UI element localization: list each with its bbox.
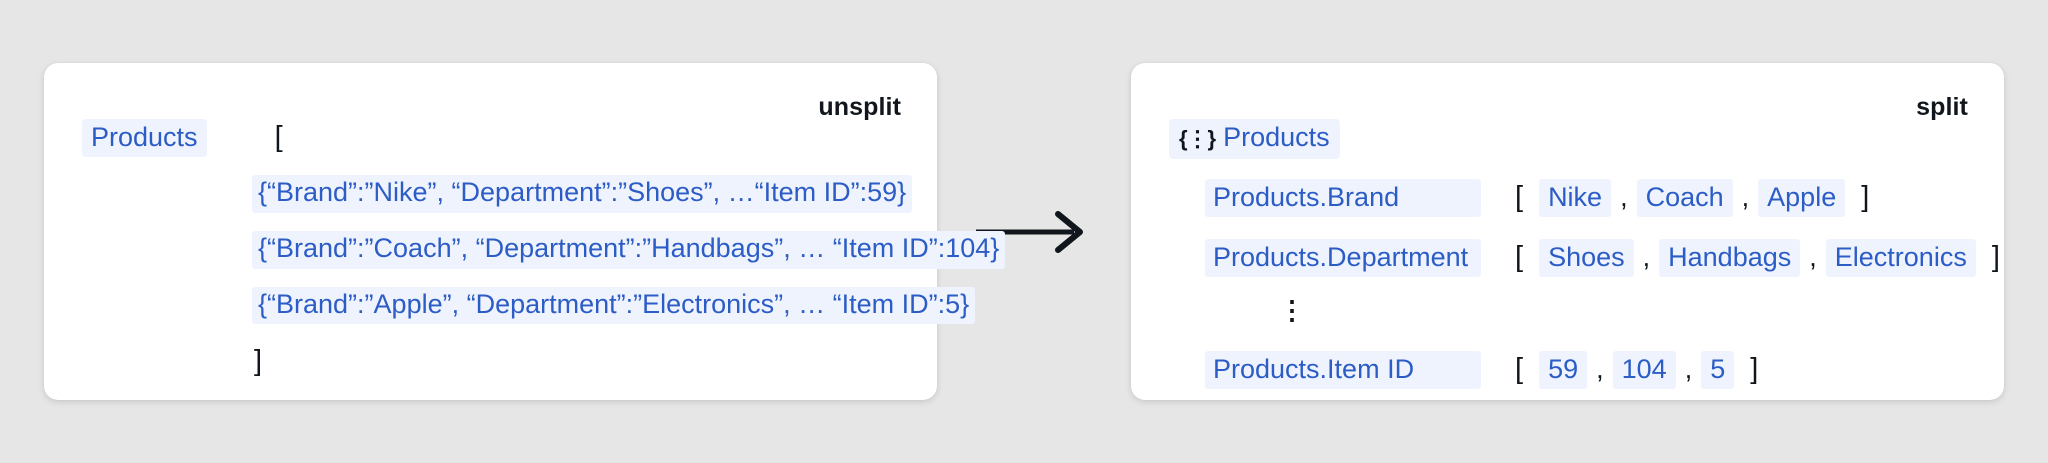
value-separator: ,: [1642, 241, 1651, 272]
split-field-values-department: [ Shoes , Handbags , Electronics ]: [1515, 238, 2000, 277]
value-chip[interactable]: 59: [1539, 350, 1588, 389]
table-row: Products.Department [ Shoes , Handbags ,…: [1205, 237, 2000, 279]
list-item: {“Brand”:”Apple”, “Department”:”Electron…: [252, 286, 976, 325]
value-chip[interactable]: Apple: [1758, 178, 1846, 217]
split-fields-ellipsis-row: ⋮: [1205, 291, 1966, 331]
split-card: split {⋮} Products Products.Brand [ Nike…: [1131, 63, 2004, 400]
values-close-bracket: ]: [1991, 240, 2000, 273]
value-separator: ,: [1741, 181, 1750, 212]
values-close-bracket: ]: [1861, 180, 1870, 213]
vertical-ellipsis-icon: ⋮: [1279, 295, 1305, 326]
values-open-bracket: [: [1515, 352, 1524, 385]
value-chip[interactable]: Coach: [1636, 178, 1733, 217]
value-chip[interactable]: Handbags: [1659, 238, 1801, 277]
value-chip[interactable]: Nike: [1539, 178, 1612, 217]
split-field-values-brand: [ Nike , Coach , Apple ]: [1515, 178, 1870, 217]
list-item: {“Brand”:”Coach”, “Department”:”Handbags…: [252, 230, 1006, 269]
split-root-object-label: Products: [1223, 122, 1330, 152]
value-separator: ,: [1684, 353, 1693, 384]
unsplit-object-list: {“Brand”:”Nike”, “Department”:”Shoes”, ……: [82, 175, 1006, 325]
value-chip[interactable]: Electronics: [1825, 238, 1976, 277]
table-row: Products.Item ID [ 59 , 104 , 5 ]: [1205, 349, 1966, 391]
split-root-object-chip[interactable]: {⋮} Products: [1169, 119, 1340, 159]
list-item: {“Brand”:”Nike”, “Department”:”Shoes”, ……: [252, 175, 913, 213]
split-field-name-item-id[interactable]: Products.Item ID: [1205, 350, 1481, 389]
split-field-name-brand[interactable]: Products.Brand: [1205, 178, 1481, 217]
values-open-bracket: [: [1515, 180, 1524, 213]
split-field-list: Products.Brand [ Nike , Coach , Apple ] …: [1169, 177, 2000, 391]
unsplit-card: unsplit Products [ {“Brand”:”Nike”, “Dep…: [44, 63, 1006, 400]
unsplit-object-row-1[interactable]: {“Brand”:”Nike”, “Department”:”Shoes”, ……: [252, 175, 913, 213]
values-open-bracket: [: [1515, 240, 1524, 273]
value-chip[interactable]: 5: [1701, 350, 1735, 389]
unsplit-card-corner-label: unsplit: [818, 93, 901, 121]
unsplit-root-field-chip[interactable]: Products: [82, 119, 207, 158]
value-separator: ,: [1620, 181, 1628, 212]
unsplit-object-row-3[interactable]: {“Brand”:”Apple”, “Department”:”Electron…: [252, 286, 976, 325]
value-chip[interactable]: Shoes: [1539, 238, 1634, 277]
split-card-corner-label: split: [1916, 93, 1968, 121]
table-row: Products.Brand [ Nike , Coach , Apple ]: [1205, 177, 1966, 219]
value-separator: ,: [1809, 241, 1817, 272]
values-close-bracket: ]: [1750, 352, 1759, 385]
split-field-name-department[interactable]: Products.Department: [1205, 238, 1481, 277]
unsplit-root-row: Products [: [82, 119, 899, 158]
value-chip[interactable]: 104: [1612, 350, 1676, 389]
value-separator: ,: [1596, 353, 1604, 384]
split-field-values-item-id: [ 59 , 104 , 5 ]: [1515, 350, 1759, 389]
json-object-braces-icon: {⋮}: [1179, 125, 1216, 151]
unsplit-object-row-2[interactable]: {“Brand”:”Coach”, “Department”:”Handbags…: [252, 230, 1006, 269]
unsplit-array-open-bracket: [: [274, 121, 283, 153]
unsplit-array-close-bracket: ]: [254, 345, 263, 378]
